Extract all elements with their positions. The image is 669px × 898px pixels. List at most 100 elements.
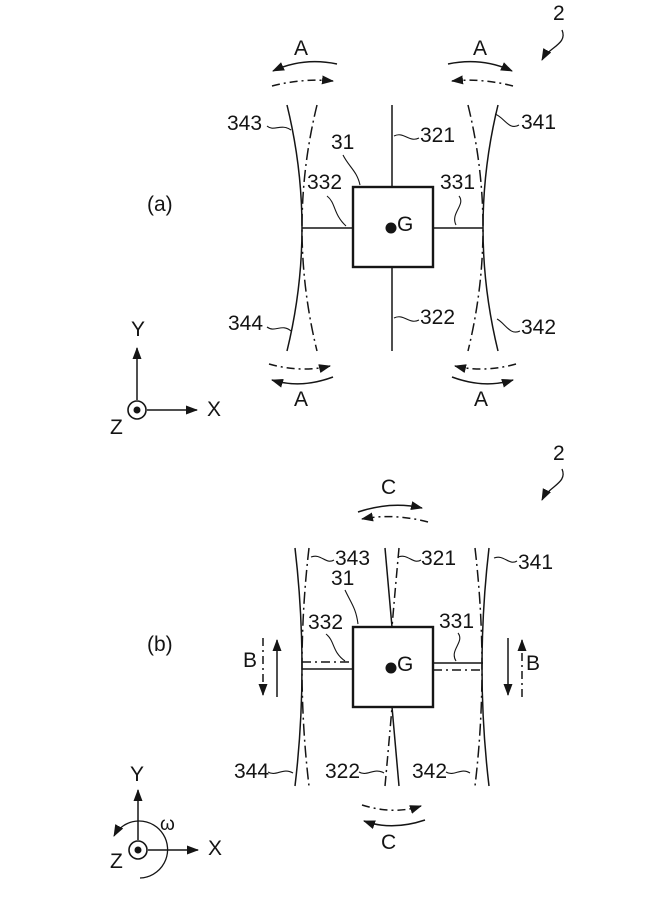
label-342-b: 342 [412,760,448,783]
arrow-solid [357,501,423,513]
label-321-a: 321 [420,124,456,147]
leader-341-a [494,113,520,127]
label-341-a: 341 [521,111,557,134]
arrow-dashdot [454,363,517,373]
panel-b-drawing [113,468,564,879]
axes-b [113,789,199,879]
arm-bottom-b-solid [391,706,400,787]
motion-arrows-a-top-left [271,60,338,87]
tine-left-b [294,547,310,787]
arrow-dashdot [271,75,334,87]
z-axis-label-a: Z [110,416,123,439]
leader-31-a [342,154,361,186]
gravity-dot-a [385,222,397,234]
translation-label-b-left: B [243,649,258,672]
ref-2-leader-b [541,468,564,501]
arrow-solid [271,376,334,388]
z-axis-ring-a [127,400,147,420]
arrow-solid [447,60,513,72]
arrow-solid [272,60,338,72]
z-axis-label-b: Z [110,850,123,873]
x-axis-label-a: X [207,398,222,421]
label-332-a: 332 [307,171,343,194]
leader-342-a [496,318,521,333]
motion-arrows-a-bottom-right [451,363,517,388]
label-331-b: 331 [439,610,475,633]
leader-343-b [310,555,335,562]
panel-a-drawing [127,29,564,420]
arm-top-b [384,547,400,628]
leader-344-a [266,326,292,332]
arrow-dashdot [268,363,331,373]
leader-332-a [326,195,347,227]
tine-right-b [474,547,490,787]
leaders-a [266,113,521,333]
leader-321-b [397,555,422,562]
y-axis-label-a: Y [131,318,146,341]
motion-arrows-c-bottom [361,804,426,829]
motion-arrows-b-left [258,638,282,697]
tine-right-a-dashdot [467,104,484,352]
leader-331-a [454,195,462,226]
label-342-a: 342 [521,316,557,339]
leader-332-b [325,633,346,662]
motion-arrows-a-bottom-left [268,363,334,388]
label-343-a: 343 [227,112,263,135]
label-322-a: 322 [420,306,456,329]
tine-left-a-solid [286,104,303,352]
motion-arrows-a-top-right [447,60,514,87]
rotation-label-c-top: C [381,476,397,499]
motion-label-a-bottom-left: A [294,388,309,411]
arm-right-b [433,662,483,671]
axes-a [127,347,198,420]
label-344-b: 344 [234,760,270,783]
arm-left-b [302,661,353,670]
label-G-a: G [397,213,414,236]
motion-label-a-top-left: A [294,37,309,60]
z-axis-dot-b [134,846,142,854]
tine-right-b-dashdot [474,547,483,787]
label-31-a: 31 [331,131,355,154]
leader-331-b [453,632,461,662]
translation-label-b-right: B [526,652,541,675]
leader-321-a [393,134,420,140]
label-341-b: 341 [518,551,554,574]
leader-342-b [445,770,471,774]
leader-31-b [344,589,359,625]
omega-label: ω [160,814,175,835]
arrow-solid [363,819,426,829]
label-344-a: 344 [228,312,264,335]
tine-left-b-solid [294,547,303,787]
tine-right-a-solid [482,104,499,352]
x-axis-label-b: X [208,837,223,860]
label-332-b: 332 [308,611,344,634]
motion-label-a-top-right: A [473,37,488,60]
gravity-dot-b [385,662,397,674]
motion-arrows-b-right [503,638,527,697]
tine-left-b-dashdot [301,547,310,787]
leader-341-b [493,556,518,563]
leader-322-a [393,316,420,322]
panel-b-label: (b) [147,633,173,656]
label-321-b: 321 [421,547,457,570]
tine-left-a-dashdot [301,104,318,352]
leader-343-a [266,125,292,131]
ref-numeral-2-a: 2 [553,2,565,25]
arm-top-b-dashdot [391,547,400,628]
label-G-b: G [397,653,414,676]
leader-322-b [358,770,385,774]
panel-a-label: (a) [147,193,173,216]
arrow-dashdot [361,512,429,523]
z-axis-ring-b [128,840,148,860]
omega-arc-arrow [113,820,169,879]
label-322-b: 322 [325,760,361,783]
leader-344-b [267,770,294,774]
arrow-solid [451,376,514,388]
arrow-dashdot [361,804,422,814]
rotation-label-c-bottom: C [381,831,397,854]
label-343-b: 343 [335,547,371,570]
arm-bottom-b-dashdot [384,706,393,787]
ref-2-leader-a [541,29,564,61]
